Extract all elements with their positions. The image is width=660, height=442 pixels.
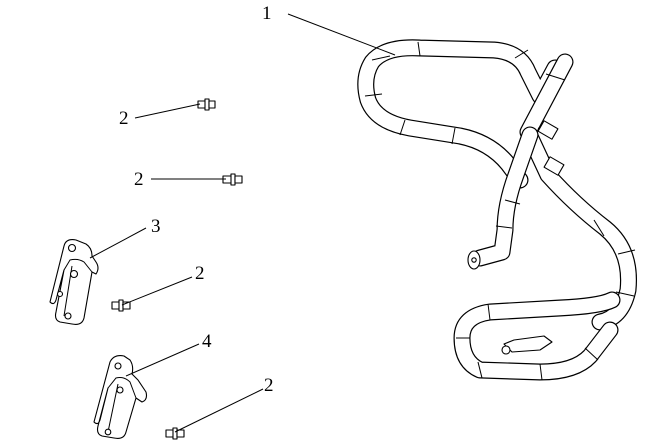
leader-line-1: [287, 13, 396, 56]
guard-frame-part-1: [357, 39, 638, 381]
bolt-part-2c: [111, 299, 131, 312]
callout-label-2a: 2: [119, 108, 129, 129]
callout-label-1: 1: [262, 3, 272, 24]
bolt-part-2a: [197, 98, 216, 111]
bolt-part-2b: [222, 173, 243, 186]
leader-line-2a: [134, 103, 201, 119]
callout-label-2b: 2: [134, 169, 144, 190]
leader-line-2d: [174, 388, 264, 433]
callout-label-4: 4: [202, 331, 212, 352]
callout-label-2d: 2: [264, 375, 274, 396]
bracket-part-4: [93, 355, 148, 439]
leader-line-2c: [121, 276, 193, 306]
callout-label-3: 3: [151, 216, 161, 237]
leader-line-3: [89, 227, 147, 259]
leader-line-4: [125, 343, 200, 377]
callout-label-2c: 2: [195, 263, 205, 284]
bolt-part-2d: [165, 427, 185, 440]
bracket-part-3: [49, 239, 99, 325]
